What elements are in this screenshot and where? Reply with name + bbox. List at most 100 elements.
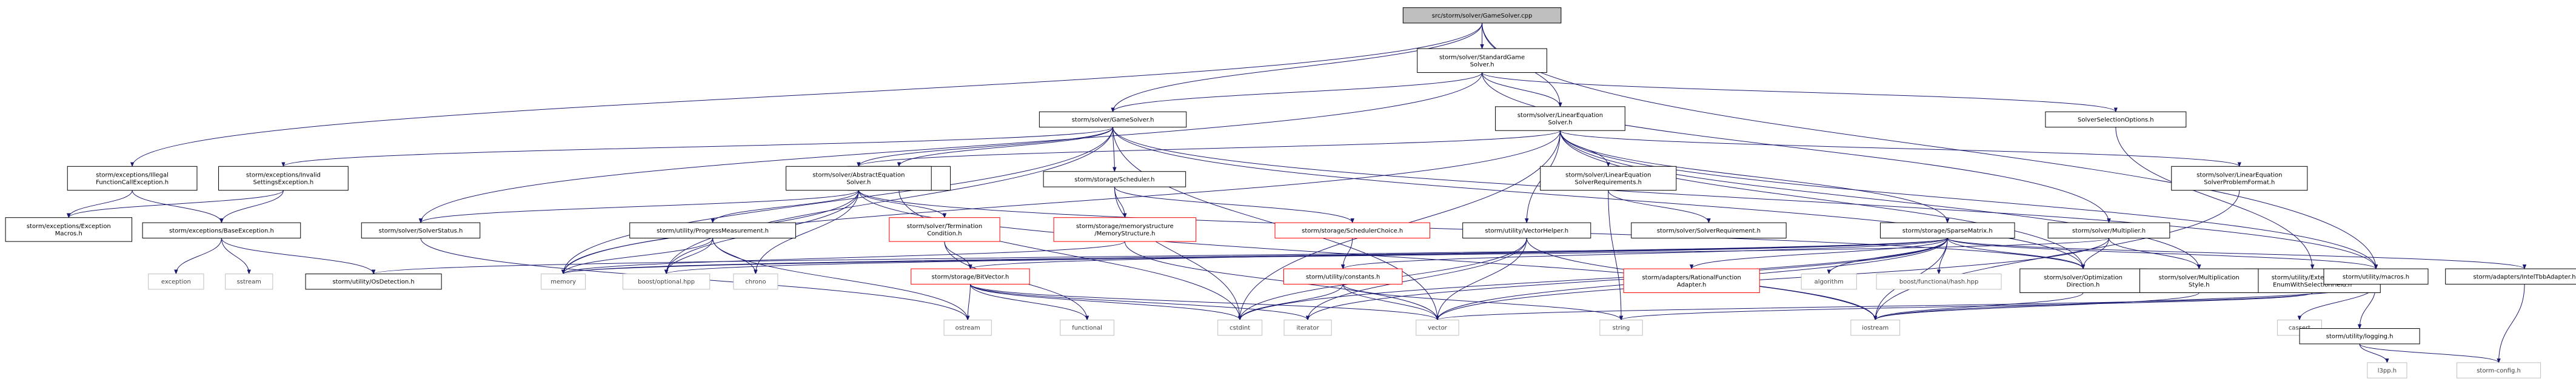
node-layer: src/storm/solver/GameSolver.cpp storm/sol… [5,7,2576,379]
edge-progress-to-boost_opt [666,238,714,274]
node-label-memory: memory [550,279,576,286]
node-label-cstdint: cstdint [1229,325,1250,332]
node-lin_req[interactable]: storm/solver/LinearEquationSolverRequire… [1540,166,1677,191]
node-iterator: iterator [1283,320,1332,336]
node-label-l3pp: l3pp.h [2378,368,2397,374]
node-logging[interactable]: storm/utility/logging.h [2299,328,2420,345]
node-label-lin_req: storm/solver/LinearEquation [1565,172,1651,178]
node-algorithm: algorithm [1801,274,1857,290]
node-sparse_matrix[interactable]: storm/storage/SparseMatrix.h [1879,222,2015,238]
edge-invalid-to-base_exc [221,190,284,223]
node-label-solver_req: storm/solver/SolverRequirement.h [1657,227,1761,234]
edge-multiplier-to-vector [1437,238,2110,320]
node-label-ostream: ostream [955,325,980,332]
node-bitvector[interactable]: storm/storage/BitVector.h [911,268,1030,285]
edge-game_h-to-macros [1112,127,2376,269]
edge-ext_setting-to-vector [1437,292,2313,320]
node-invalid[interactable]: storm/exceptions/InvalidSettingsExceptio… [218,166,349,191]
edge-lin_eq-to-memory [563,130,1561,274]
edge-illegal-to-exc_macros [69,190,133,218]
node-label-rational: Adapter.h [1677,281,1706,288]
node-solver_sel[interactable]: SolverSelectionOptions.h [2045,111,2187,128]
edge-constants-to-string [1342,284,1621,320]
node-box-functional [1060,320,1114,336]
node-box-chrono [733,274,778,290]
node-progress[interactable]: storm/utility/ProgressMeasurement.h [629,222,796,238]
node-solver_req[interactable]: storm/solver/SolverRequirement.h [1631,222,1787,238]
edge-std_game-to-lin_eq [1482,72,1561,107]
node-solver_status[interactable]: storm/solver/SolverStatus.h [361,222,481,238]
edge-bitvector-to-iterator [969,284,1308,320]
node-box-algorithm [1801,274,1857,290]
edge-sparse_matrix-to-intel_tbb [1947,238,2524,269]
node-label-lin_eq: Solver.h [1548,120,1572,126]
edge-memstruct-to-memory [563,241,1125,274]
node-l3pp: l3pp.h [2367,362,2407,379]
node-box-mult_style [2139,268,2259,293]
node-sstream: sstream [225,274,273,290]
node-box-memstruct [1053,217,1197,242]
node-label-boost_opt: boost/optional.hpp [638,279,695,286]
node-box-iterator [1283,320,1332,336]
node-label-base_exc: storm/exceptions/BaseException.h [169,227,274,234]
node-chrono: chrono [733,274,778,290]
node-label-string: string [1613,325,1630,332]
node-label-opt_dir: storm/solver/Optimization [2044,274,2123,281]
node-label-solver_status: storm/solver/SolverStatus.h [379,227,463,234]
edge-logging-to-l3pp [2359,343,2387,363]
edge-game_h-to-sparse_state [899,127,1114,167]
edge-std_game-to-game_h [1113,72,1483,112]
edge-progress-to-memory [563,238,714,274]
node-multiplier[interactable]: storm/solver/Multiplier.h [2047,222,2170,238]
edge-sparse_matrix-to-os_detect [373,238,1948,274]
edge-game_h-to-opt_dir [1112,127,2083,269]
node-illegal[interactable]: storm/exceptions/IllegalFunctionCallExce… [67,166,198,191]
node-label-std_game: storm/solver/StandardGame [1439,54,1525,61]
node-box-scheduler [1043,171,1186,187]
node-game_h[interactable]: storm/solver/GameSolver.h [1039,111,1187,128]
node-intel_tbb[interactable]: storm/adapters/IntelTbbAdapter.h [2445,268,2576,285]
node-box-exception [148,274,204,290]
edge-scheduler-to-sched_choice [1114,186,1352,223]
node-label-sparse_matrix: storm/storage/SparseMatrix.h [1902,227,1993,234]
node-memory: memory [541,274,586,290]
node-label-rational: storm/adapters/RationalFunction [1642,274,1741,281]
edge-game_h-to-invalid [283,127,1114,167]
node-sched_choice[interactable]: storm/storage/SchedulerChoice.h [1274,222,1430,238]
node-label-lin_fmt: SolverProblemFormat.h [2204,179,2275,186]
node-box-logging [2299,328,2420,345]
node-label-multiplier: storm/solver/Multiplier.h [2072,227,2146,234]
node-os_detect[interactable]: storm/utility/OsDetection.h [305,274,442,290]
node-label-std_game: Solver.h [1470,61,1494,68]
node-base_exc[interactable]: storm/exceptions/BaseException.h [142,222,301,238]
node-box-rational [1623,268,1760,293]
node-label-root: src/storm/solver/GameSolver.cpp [1432,13,1533,19]
edge-lin_req-to-string [1608,190,1621,320]
node-lin_fmt[interactable]: storm/solver/LinearEquationSolverProblem… [2171,166,2308,191]
node-box-opt_dir [2019,268,2147,293]
node-root[interactable]: src/storm/solver/GameSolver.cpp [1402,7,1562,24]
edge-sparse_matrix-to-macros [1947,238,2376,269]
node-box-sched_choice [1274,222,1430,238]
node-constants[interactable]: storm/utility/constants.h [1283,268,1403,285]
edge-sparse_matrix-to-rational [1691,238,1948,269]
node-iostream: iostream [1850,320,1901,336]
node-macros[interactable]: storm/utility/macros.h [2323,268,2429,285]
edge-intel_tbb-to-storm_config [2499,284,2525,362]
node-memstruct[interactable]: storm/storage/memorystructure/MemoryStru… [1053,217,1197,242]
node-vector_helper[interactable]: storm/utility/VectorHelper.h [1462,222,1591,238]
node-scheduler[interactable]: storm/storage/Scheduler.h [1043,171,1186,187]
edge-illegal-to-base_exc [132,190,221,223]
edge-lin_eq-to-sparse_matrix [1559,130,1947,223]
edge-invalid-to-exc_macros [69,190,284,218]
node-label-progress: storm/utility/ProgressMeasurement.h [657,227,769,234]
node-label-storm_config: storm-config.h [2477,368,2521,374]
